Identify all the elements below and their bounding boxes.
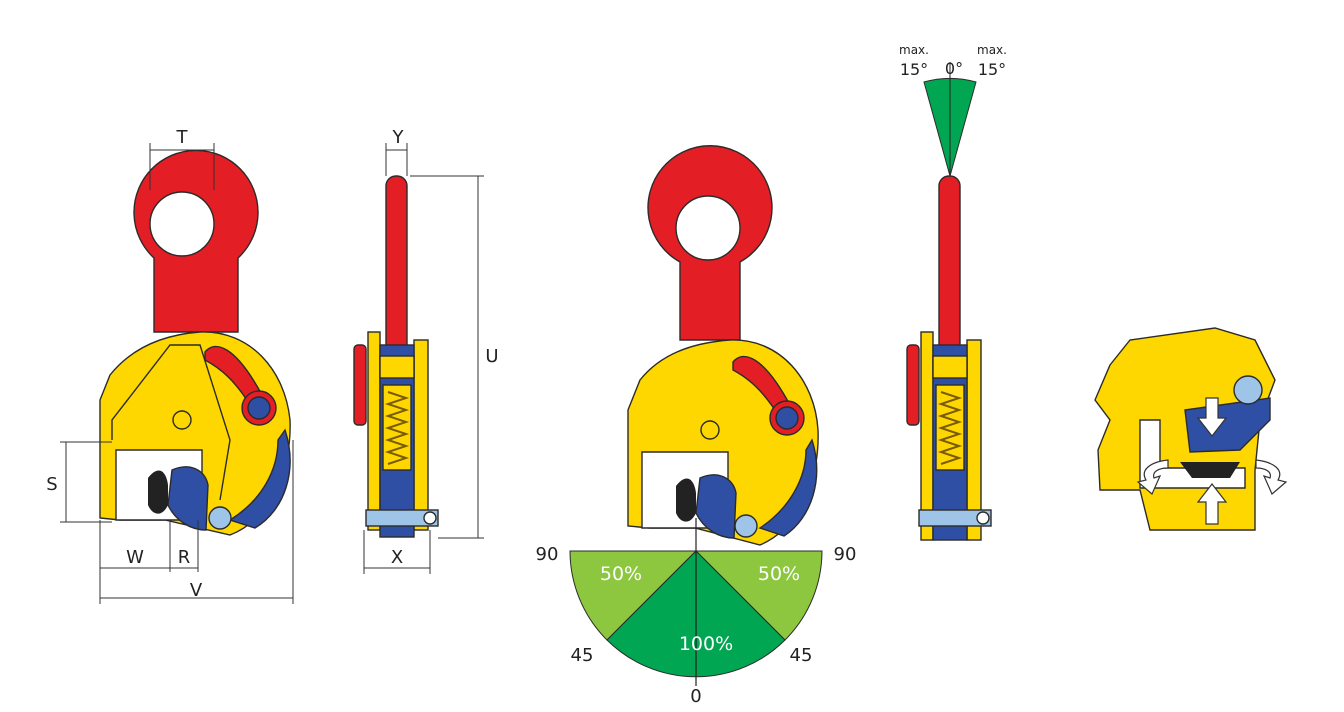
pct-center: 100%: [679, 633, 733, 655]
label-90-left: 90: [536, 544, 559, 565]
side-plate-right: [413, 339, 429, 531]
shackle-bar: [385, 175, 408, 357]
angle-deg-right: 15°: [978, 60, 1006, 79]
label-0: 0: [690, 686, 701, 707]
dim-label-S: S: [46, 474, 57, 495]
arrow-down: [1196, 397, 1228, 437]
bolt-head-2: [976, 511, 990, 525]
capacity-view: 50% 50% 100% 90 90 45 45 0: [536, 145, 857, 707]
bottom-pin-bar-2: [918, 509, 992, 527]
clamp-body-inner: [111, 344, 231, 501]
spring-2: [937, 391, 963, 465]
dim-label-R: R: [178, 547, 191, 568]
shackle-hole: [149, 191, 215, 257]
arrow-curve-left: [1136, 459, 1169, 495]
top-collar-2: [932, 355, 968, 379]
lever-pivot: [247, 396, 271, 420]
serrated-cam: [167, 466, 209, 531]
body-hole-2: [700, 420, 720, 440]
dim-label-T: T: [176, 127, 189, 148]
detail-pressure-pad: [1180, 462, 1240, 478]
zone-left-50: [569, 550, 698, 641]
dim-label-W: W: [126, 547, 144, 568]
pct-right: 50%: [758, 563, 800, 585]
arrow-up: [1196, 483, 1228, 525]
spring: [384, 391, 410, 465]
bolt-head: [423, 511, 437, 525]
pct-left: 50%: [600, 563, 642, 585]
body-hole: [172, 410, 192, 430]
cam-pin-2: [734, 514, 758, 538]
dim-label-V: V: [190, 580, 203, 601]
detail-pin: [1233, 375, 1263, 405]
pressure-pad: [148, 470, 168, 514]
cam-pin: [208, 506, 232, 530]
shackle-hole-2: [675, 195, 741, 261]
clamp-front-view: T S W R V: [46, 127, 294, 604]
side-plate-left: [367, 331, 381, 531]
dim-label-Y: Y: [392, 127, 405, 148]
side-plate-left-2: [920, 331, 934, 541]
label-90-right: 90: [834, 544, 857, 565]
arrow-curve-right: [1255, 459, 1288, 495]
angle-deg-left: 15°: [900, 60, 928, 79]
shackle-bar-2: [938, 175, 961, 357]
label-45-left: 45: [571, 645, 594, 666]
lever-side: [353, 344, 367, 426]
zone-right-50: [694, 550, 823, 641]
lever-side-2: [906, 344, 920, 426]
dim-label-X: X: [391, 547, 403, 568]
angle-view: max. 15° 0° max. 15°: [899, 43, 1007, 541]
angle-zero: 0°: [945, 59, 963, 78]
clamp-side-view: Y U X: [353, 127, 499, 574]
detail-cutaway-view: [1094, 327, 1288, 531]
top-collar: [379, 355, 415, 379]
lever-pivot-2: [775, 406, 799, 430]
angle-max-left: max.: [899, 43, 929, 57]
angle-max-right: max.: [977, 43, 1007, 57]
serrated-cam-2: [695, 474, 737, 539]
cam-segment-2: [758, 438, 818, 537]
label-45-right: 45: [790, 645, 813, 666]
dim-label-U: U: [485, 346, 498, 367]
pressure-pad-2: [676, 478, 696, 522]
bottom-pin-bar: [365, 509, 439, 527]
